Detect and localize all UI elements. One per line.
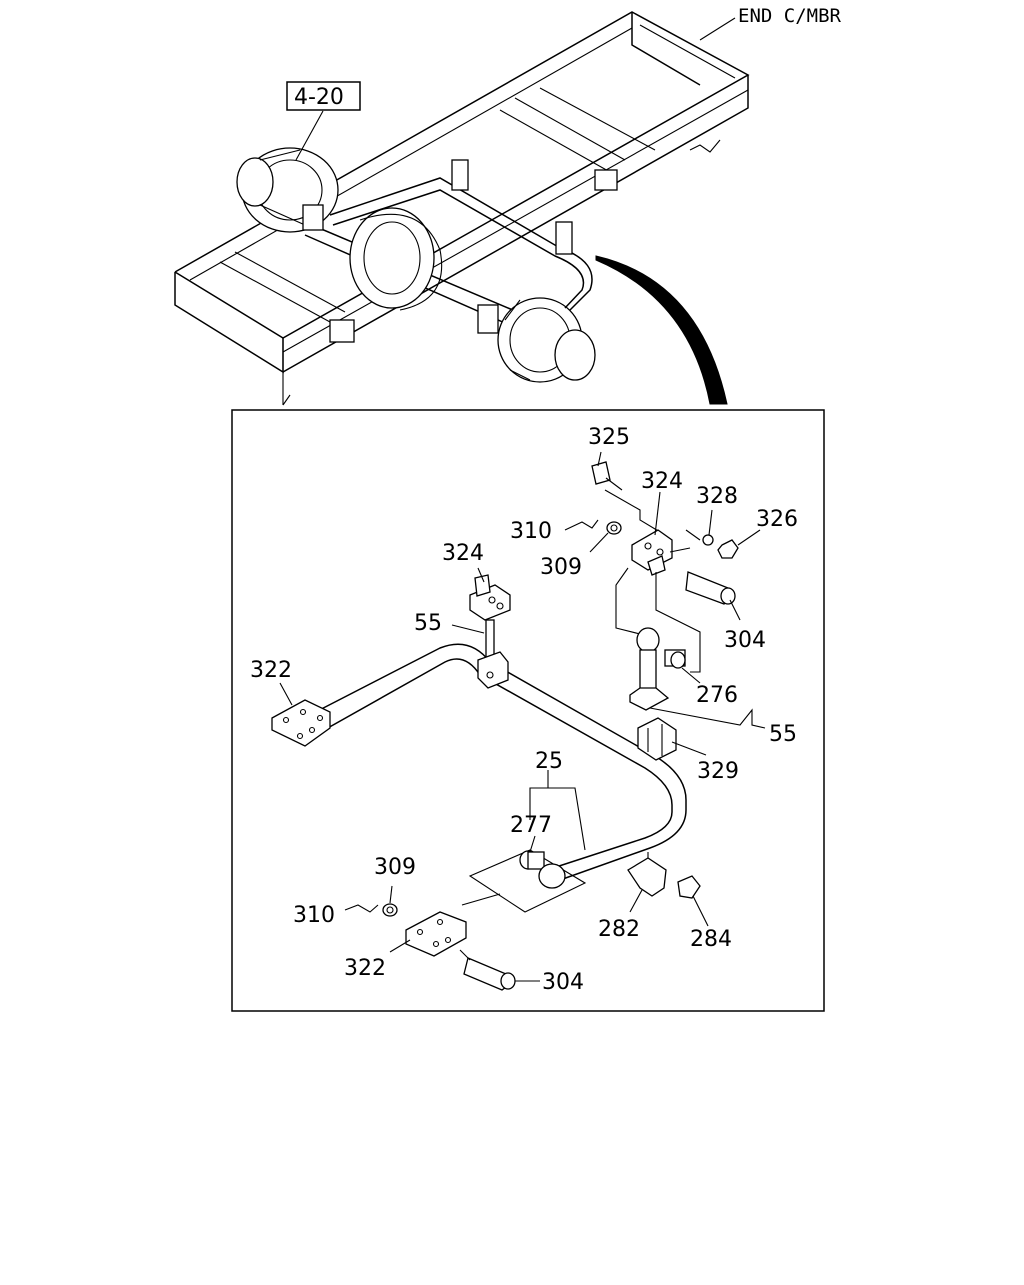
left-end-plate-322 xyxy=(271,699,331,747)
callout-304-top[interactable]: 304 xyxy=(724,628,766,653)
left-link-assembly xyxy=(469,574,511,689)
callout-277[interactable]: 277 xyxy=(510,813,552,838)
callout-310-top[interactable]: 310 xyxy=(510,519,552,544)
detail-pointer-arrow xyxy=(595,255,728,405)
leader-lines xyxy=(279,451,766,982)
callout-284[interactable]: 284 xyxy=(690,927,732,952)
callout-324-left[interactable]: 324 xyxy=(442,541,484,566)
chassis-overview: END C/MBR 4-20 xyxy=(174,5,842,406)
stabilizer-detail: 325 324 328 326 310 309 324 55 322 304 2… xyxy=(250,425,798,995)
callout-276[interactable]: 276 xyxy=(696,683,738,708)
right-bracket-assembly xyxy=(591,461,739,761)
stabilizer-bar-overview xyxy=(302,159,618,343)
callout-322-bottom[interactable]: 322 xyxy=(344,956,386,981)
callout-55-left[interactable]: 55 xyxy=(414,611,442,636)
callout-282[interactable]: 282 xyxy=(598,917,640,942)
detail-box xyxy=(231,409,825,1012)
end-cross-member-label: END C/MBR xyxy=(738,5,842,27)
callout-25[interactable]: 25 xyxy=(535,749,563,774)
lower-end-plate-assembly xyxy=(382,893,516,991)
end-cross-member-callout: END C/MBR xyxy=(699,5,842,41)
callout-326[interactable]: 326 xyxy=(756,507,798,532)
callout-309-top[interactable]: 309 xyxy=(540,555,582,580)
callout-322-top[interactable]: 322 xyxy=(250,658,292,683)
callout-329[interactable]: 329 xyxy=(697,759,739,784)
bushing-and-clamp xyxy=(468,849,701,913)
reference-box-callout[interactable]: 4-20 xyxy=(286,81,361,161)
right-wheel-hub xyxy=(497,297,596,383)
callout-310-bottom[interactable]: 310 xyxy=(293,903,335,928)
callout-324-top[interactable]: 324 xyxy=(641,469,683,494)
callout-55-right[interactable]: 55 xyxy=(769,722,797,747)
callout-328[interactable]: 328 xyxy=(696,484,738,509)
callout-309-bottom[interactable]: 309 xyxy=(374,855,416,880)
callout-304-bottom[interactable]: 304 xyxy=(542,970,584,995)
stabilizer-bar xyxy=(299,643,687,881)
reference-box-label: 4-20 xyxy=(294,85,344,110)
rear-axle xyxy=(299,207,561,346)
callout-325[interactable]: 325 xyxy=(588,425,630,450)
callout-labels: 325 324 328 326 310 309 324 55 322 304 2… xyxy=(250,425,798,995)
